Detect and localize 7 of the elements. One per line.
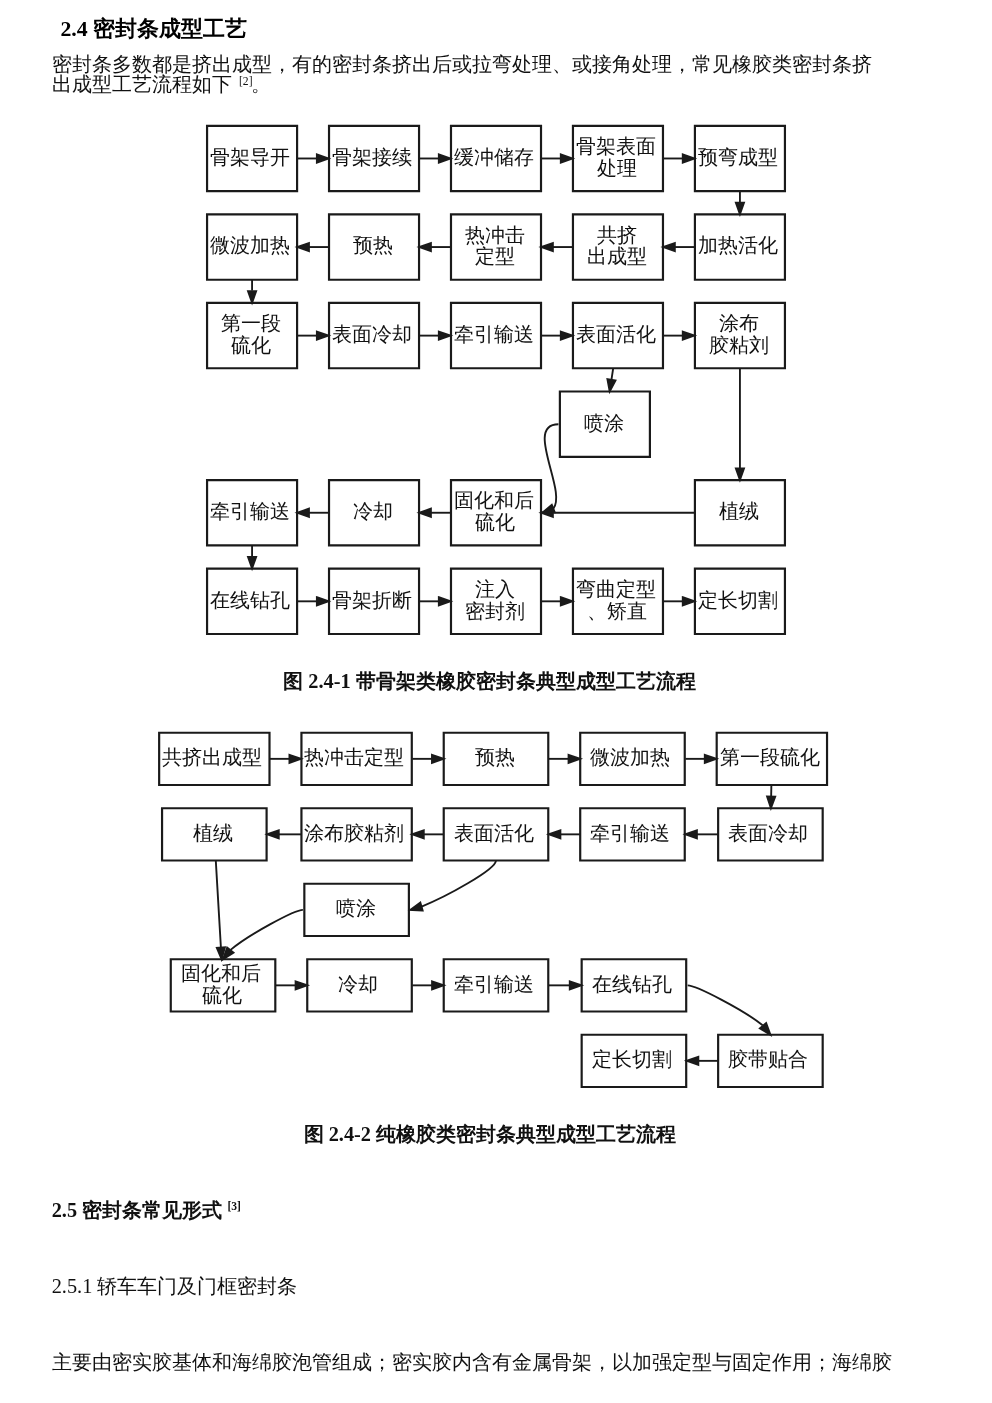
- label: 图 2.4-2 纯橡胶类密封条典型成型工艺流程: [303, 1123, 677, 1145]
- label: 主要由密实胶基体和海绵胶泡管组成；密实胶内含有金属骨架，以加强定型与固定作用；海绵胶: [51, 1350, 892, 1373]
- label: 图 2.4-1 带骨架类橡胶密封条典型成型工艺流程: [283, 670, 696, 692]
- label: 密封条多数都是挤出成型，有的密封条挤出后或拉弯处理、或接角处理，常见橡胶类密封条挤出成型工艺流程如下$^{[2]}$。: [51, 52, 872, 96]
- label: 2.5 密封条常见形式$^{[3]}$: [51, 1198, 241, 1221]
- label: 2.5.1 轿车车门及门框密封条: [51, 1275, 298, 1298]
- diagram-title: 2.4 密封条成型工艺: [60, 16, 248, 41]
